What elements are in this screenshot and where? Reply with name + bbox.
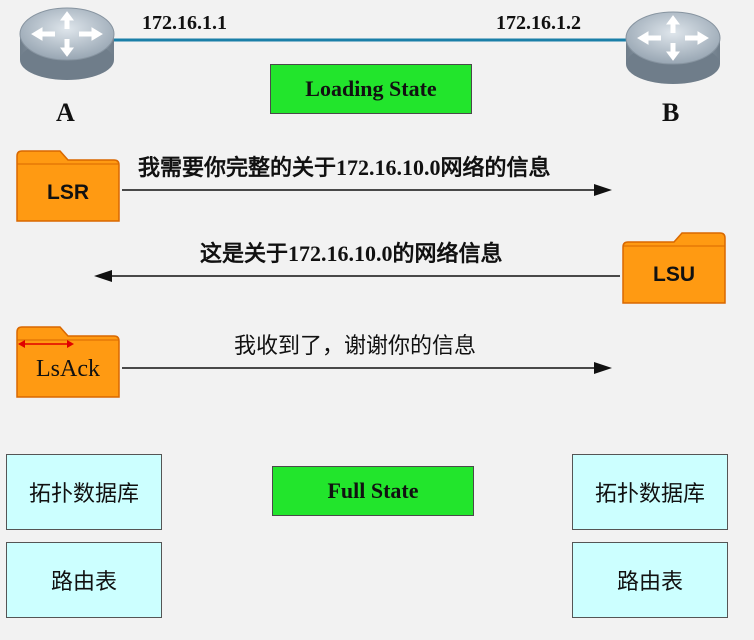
router-a-topology-db: 拓扑数据库 [6, 454, 162, 530]
lsu-message: 这是关于172.16.10.0的网络信息 [200, 241, 503, 266]
lsack-message: 我收到了，谢谢你的信息 [234, 333, 477, 358]
lsr-message: 我需要你完整的关于172.16.10.0网络的信息 [138, 155, 551, 180]
lsack-label: LsAck [36, 355, 100, 382]
router-icon [625, 11, 721, 84]
lsu-packet: LSU [622, 232, 726, 304]
router-a-ip: 172.16.1.1 [142, 12, 227, 34]
lsu-label: LSU [653, 263, 695, 286]
router-b-label: B [662, 98, 680, 127]
lsack-packet: LsAck [16, 326, 120, 398]
router-a [18, 4, 116, 84]
router-a-routing-table: 路由表 [6, 542, 162, 618]
router-b-topology-db: 拓扑数据库 [572, 454, 728, 530]
folder-icon [622, 232, 726, 304]
router-a-label: A [56, 98, 75, 127]
router-b [624, 8, 722, 88]
folder-icon [16, 150, 120, 222]
router-b-ip: 172.16.1.2 [496, 12, 581, 34]
router-icon [19, 7, 115, 80]
lsr-label: LSR [47, 181, 89, 204]
full-state-box: Full State [272, 466, 474, 516]
lsr-arrowhead [594, 184, 612, 196]
lsack-arrowhead [594, 362, 612, 374]
lsr-packet: LSR [16, 150, 120, 222]
lsu-arrowhead [94, 270, 112, 282]
folder-icon [16, 326, 120, 398]
router-b-routing-table: 路由表 [572, 542, 728, 618]
loading-state-box: Loading State [270, 64, 472, 114]
